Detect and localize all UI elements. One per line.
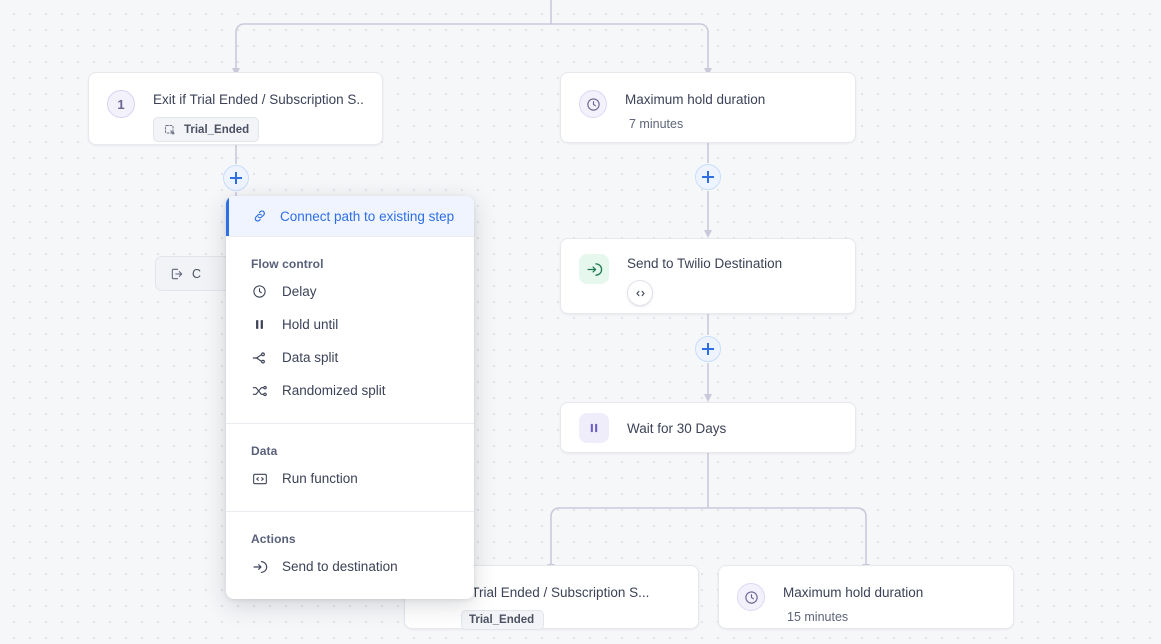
node-tag: Trial_Ended (461, 610, 545, 630)
menu-section-title: Actions (251, 532, 296, 546)
menu-item-label: Run function (282, 471, 358, 486)
clock-icon (737, 583, 765, 611)
node-title: Maximum hold duration (625, 92, 766, 107)
clock-icon (579, 90, 607, 118)
menu-item-label: Randomized split (282, 383, 386, 398)
code-icon (627, 280, 653, 306)
node-tag-label: Trial_Ended (469, 614, 535, 626)
node-body: if Trial Ended / Subscription S... Trial… (461, 582, 680, 630)
pause-icon (251, 316, 268, 333)
menu-item-label: Connect path to existing step (280, 208, 455, 224)
node-body: Maximum hold duration 15 minutes (783, 582, 995, 624)
node-title: Send to Twilio Destination (627, 256, 783, 271)
node-wait-for-30-days[interactable]: Wait for 30 Days (560, 402, 856, 453)
node-body: Send to Twilio Destination (627, 253, 837, 306)
node-subtitle: 7 minutes (629, 117, 684, 131)
node-exit-if-trial-ended-top[interactable]: 1 Exit if Trial Ended / Subscription S..… (88, 72, 383, 145)
menu-item-label: Delay (282, 284, 317, 299)
menu-section-actions: Actions Send to destination (226, 512, 474, 599)
node-maximum-hold-duration-15min[interactable]: Maximum hold duration 15 minutes (718, 565, 1014, 629)
menu-item-send-to-destination[interactable]: Send to destination (226, 550, 474, 583)
clock-icon (251, 283, 268, 300)
exit-journey-label: C (192, 266, 202, 281)
menu-item-randomized-split[interactable]: Randomized split (226, 374, 474, 407)
menu-item-run-function[interactable]: Run function (226, 462, 474, 495)
menu-item-delay[interactable]: Delay (226, 275, 474, 308)
selection-icon (161, 121, 178, 138)
add-step-button-left[interactable] (223, 165, 249, 191)
node-body: Maximum hold duration 7 minutes (625, 89, 837, 131)
add-step-button-right-2[interactable] (695, 336, 721, 362)
menu-item-connect-path-to-existing-step[interactable]: Connect path to existing step (226, 196, 474, 236)
menu-section-title: Data (251, 444, 278, 458)
menu-item-hold-until[interactable]: Hold until (226, 308, 474, 341)
menu-divider (226, 236, 474, 237)
add-step-menu[interactable]: Connect path to existing step Flow contr… (226, 196, 474, 599)
send-to-destination-icon (251, 558, 268, 575)
add-step-button-right-1[interactable] (695, 164, 721, 190)
randomized-split-icon (251, 382, 268, 399)
node-body: Wait for 30 Days (627, 418, 837, 437)
step-number-label: 1 (117, 96, 125, 112)
menu-section-title: Flow control (251, 257, 324, 271)
menu-item-data-split[interactable]: Data split (226, 341, 474, 374)
node-title: Exit if Trial Ended / Subscription S... (153, 92, 364, 107)
link-icon (251, 208, 268, 225)
node-tag-label: Trial_Ended (184, 123, 250, 136)
node-maximum-hold-duration-7min[interactable]: Maximum hold duration 7 minutes (560, 72, 856, 143)
code-icon (251, 470, 268, 487)
menu-section-flow-control: Flow control Delay Hold until (226, 237, 474, 423)
node-body: Exit if Trial Ended / Subscription S... … (153, 89, 364, 142)
node-title: Maximum hold duration (783, 585, 924, 600)
node-subtitle: 15 minutes (787, 610, 849, 624)
step-number-badge: 1 (107, 90, 135, 118)
data-split-icon (251, 349, 268, 366)
send-to-destination-icon (579, 254, 609, 284)
node-title: if Trial Ended / Subscription S... (461, 585, 650, 600)
menu-item-label: Data split (282, 350, 339, 365)
exit-icon (168, 265, 185, 282)
menu-item-label: Hold until (282, 317, 339, 332)
menu-item-label: Send to destination (282, 559, 398, 574)
node-send-to-twilio-destination[interactable]: Send to Twilio Destination (560, 238, 856, 314)
menu-divider (226, 511, 474, 512)
menu-divider (226, 423, 474, 424)
node-title: Wait for 30 Days (627, 421, 727, 436)
menu-section-data: Data Run function (226, 424, 474, 511)
hold-until-icon (579, 413, 609, 443)
node-tag: Trial_Ended (153, 117, 260, 142)
